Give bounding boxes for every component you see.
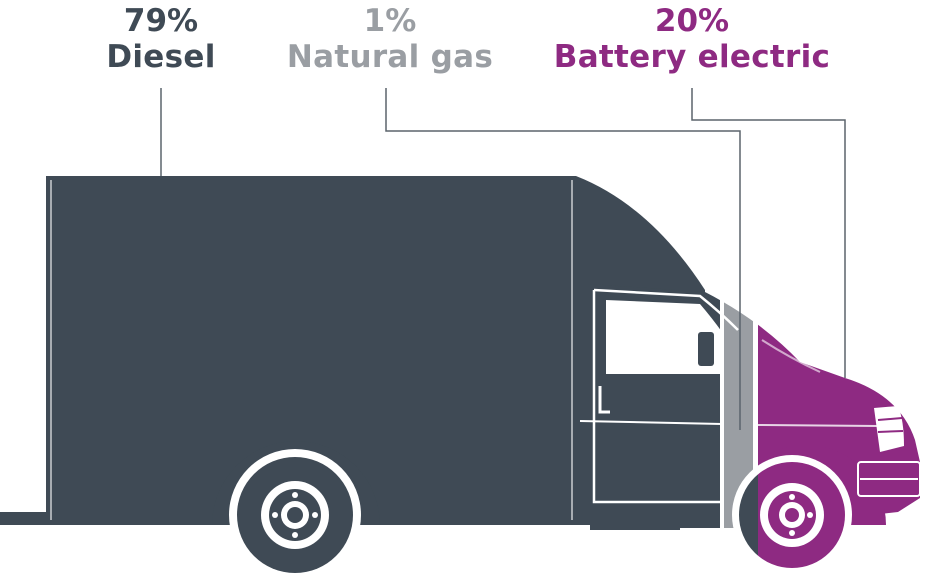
- natural-gas-leader-line: [385, 88, 741, 430]
- separator-gas-bev: [753, 260, 758, 550]
- battery-electric-leader-line: [691, 88, 846, 378]
- diesel-percent: 79%: [123, 3, 199, 39]
- natural-gas-percent: 1%: [363, 3, 417, 39]
- cab-window: [606, 300, 722, 374]
- diesel-label: 79% Diesel: [96, 3, 226, 75]
- battery-electric-percent: 20%: [654, 3, 730, 39]
- rear-wheel: [229, 449, 361, 578]
- door-top-outline: [593, 288, 739, 331]
- body-crease-diesel: [579, 420, 723, 425]
- natural-gas-name: Natural gas: [286, 38, 494, 75]
- side-mirror: [698, 332, 714, 366]
- door-handle: [598, 386, 610, 414]
- hood-line: [761, 339, 821, 373]
- battery-electric-name: Battery electric: [553, 38, 831, 75]
- door-outline: [592, 290, 722, 504]
- diesel-name: Diesel: [106, 38, 216, 75]
- body-crease-bev: [757, 424, 879, 427]
- battery-electric-label: 20% Battery electric: [552, 3, 832, 75]
- front-wheel: [732, 455, 852, 575]
- headlight-line-1: [877, 417, 903, 421]
- headlight-line-2: [877, 430, 904, 433]
- natural-gas-label: 1% Natural gas: [285, 3, 495, 75]
- separator-diesel-gas: [720, 260, 724, 550]
